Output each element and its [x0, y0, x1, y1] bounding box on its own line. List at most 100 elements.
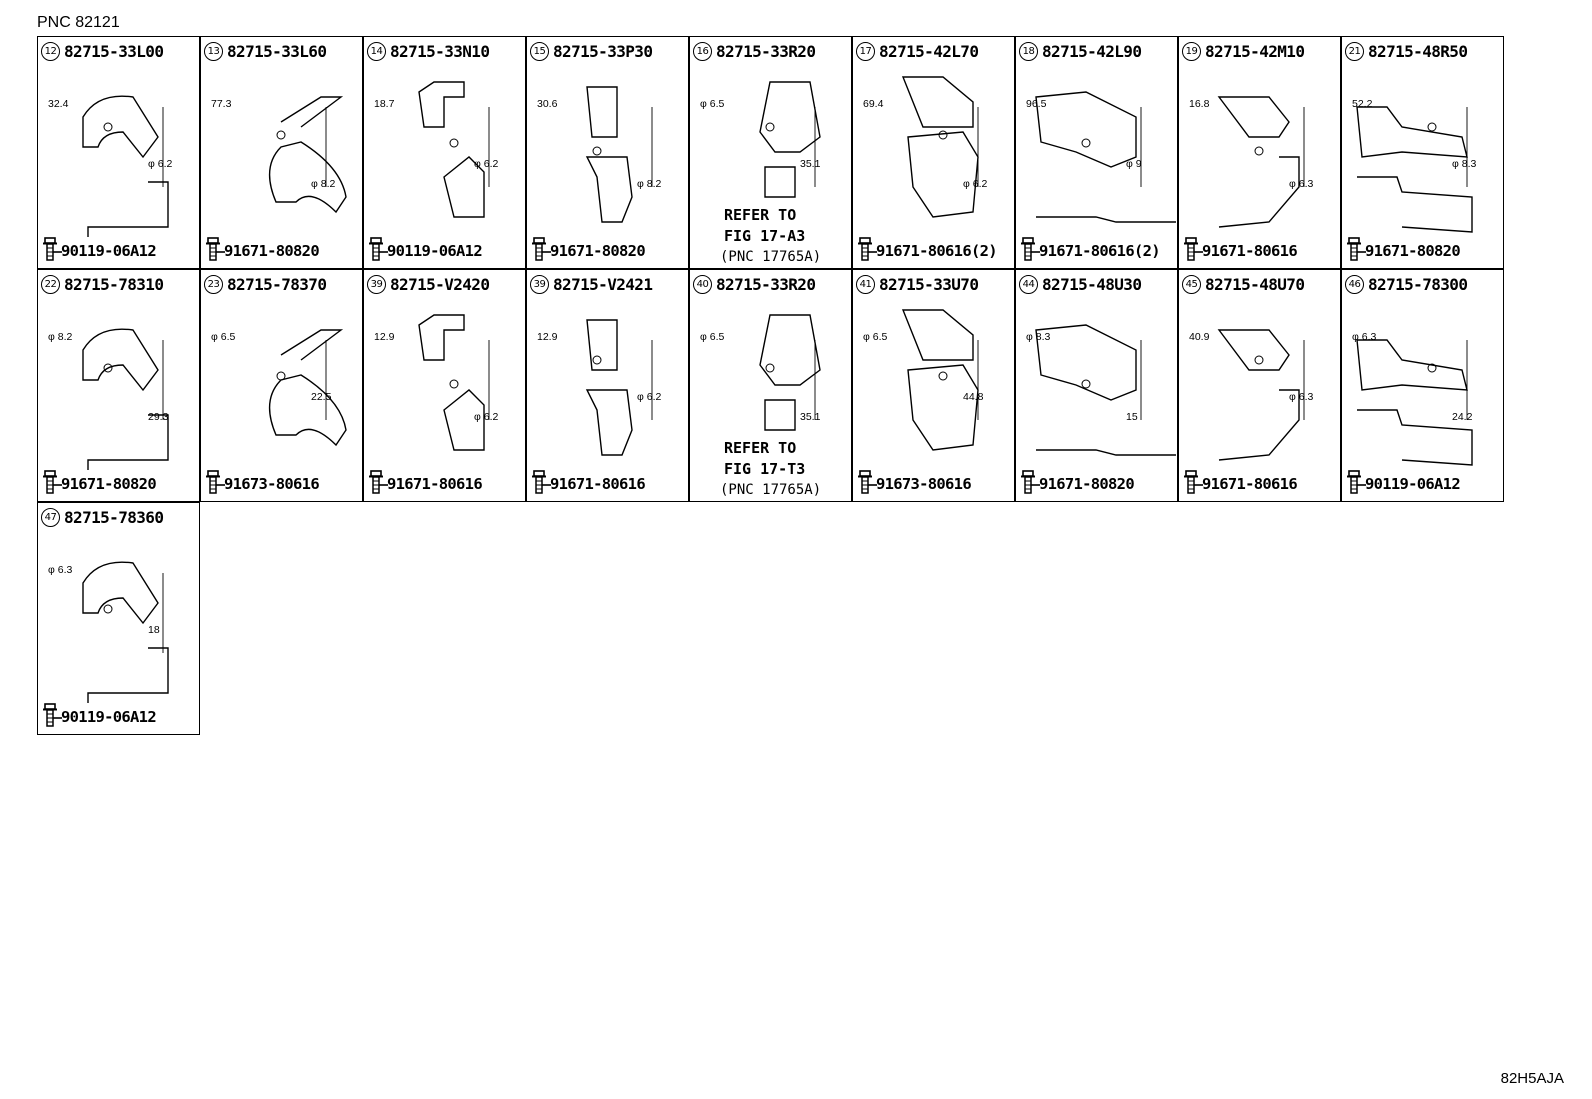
bracket-drawing: 69.4φ 6.2	[863, 76, 987, 218]
bolt-icon	[1346, 237, 1366, 265]
bolt-hole	[1254, 355, 1264, 365]
bolt-part-number[interactable]: 91671-80820	[61, 475, 157, 493]
bracket-drawing: φ 6.324.2	[1352, 331, 1473, 466]
bolt-icon	[368, 470, 388, 498]
part-number[interactable]: 82715-42L90	[1042, 42, 1142, 61]
bracket-drawing: 40.9φ 6.3	[1189, 329, 1313, 461]
bolt-hole	[938, 130, 948, 140]
bolt-callout: 91673-80616	[857, 470, 972, 498]
bolt-hole	[103, 363, 113, 373]
part-number[interactable]: 82715-33U70	[879, 275, 979, 294]
bolt-part-number[interactable]: 90119-06A12	[61, 242, 157, 260]
dimension-label: φ 8.2	[637, 178, 661, 190]
bolt-part-number[interactable]: 90119-06A12	[387, 242, 483, 260]
dimension-label: φ 6.2	[637, 391, 661, 403]
bolt-callout: 91671-80616(2)	[857, 237, 998, 265]
part-number[interactable]: 82715-48U70	[1205, 275, 1305, 294]
dimension-label: φ 8.3	[1452, 158, 1476, 170]
dimension-label: φ 6.3	[1289, 391, 1313, 403]
dimension-label: φ 6.5	[700, 331, 724, 343]
bolt-part-number[interactable]: 91671-80616	[1202, 475, 1298, 493]
figure-code: 82H5AJA	[1500, 1070, 1564, 1087]
part-number[interactable]: 82715-33L00	[64, 42, 164, 61]
part-number[interactable]: 82715-V2421	[553, 275, 653, 294]
bolt-callout: 90119-06A12	[42, 237, 157, 265]
bolt-part-number[interactable]: 90119-06A12	[61, 708, 157, 726]
bolt-callout: 91671-80616	[1183, 470, 1298, 498]
refer-line: FIG 17-T3	[724, 460, 806, 478]
bracket-drawing: φ 8.315	[1026, 324, 1176, 456]
bolt-part-number[interactable]: 90119-06A12	[1365, 475, 1461, 493]
part-number[interactable]: 82715-42L70	[879, 42, 979, 61]
dimension-label: 35.1	[800, 411, 821, 423]
part-number[interactable]: 82715-33N10	[390, 42, 490, 61]
bolt-icon	[857, 470, 877, 498]
part-number[interactable]: 82715-78360	[64, 508, 164, 527]
part-number[interactable]: 82715-48U30	[1042, 275, 1142, 294]
part-number[interactable]: 82715-33R20	[716, 42, 816, 61]
part-number[interactable]: 82715-48R50	[1368, 42, 1468, 61]
ref-number: 23	[204, 275, 223, 294]
bolt-part-number[interactable]: 91673-80616	[876, 475, 972, 493]
pnc-label: PNC 82121	[37, 14, 120, 31]
part-number[interactable]: 82715-33P30	[553, 42, 653, 61]
part-number[interactable]: 82715-V2420	[390, 275, 490, 294]
dimension-label: 22.5	[311, 391, 332, 403]
bolt-part-number[interactable]: 91671-80616(2)	[876, 242, 998, 260]
dimension-label: 16.8	[1189, 98, 1210, 110]
bolt-hole	[765, 363, 775, 373]
bracket-drawing: 96.5φ 9	[1026, 91, 1176, 223]
part-number[interactable]: 82715-42M10	[1205, 42, 1305, 61]
bolt-icon	[42, 703, 62, 731]
bolt-icon	[1020, 237, 1040, 265]
part-number[interactable]: 82715-33R20	[716, 275, 816, 294]
bolt-part-number[interactable]: 91671-80616	[1202, 242, 1298, 260]
part-number[interactable]: 82715-78370	[227, 275, 327, 294]
bolt-callout: 90119-06A12	[42, 703, 157, 731]
part-number[interactable]: 82715-78310	[64, 275, 164, 294]
bracket-outline	[1035, 324, 1176, 456]
bolt-hole	[276, 130, 286, 140]
bolt-part-number[interactable]: 91671-80616	[550, 475, 646, 493]
bolt-hole	[449, 138, 459, 148]
bolt-callout: 91671-80616	[1183, 237, 1298, 265]
bolt-part-number[interactable]: 91671-80820	[1365, 242, 1461, 260]
bolt-icon	[205, 237, 225, 265]
part-number[interactable]: 82715-33L60	[227, 42, 327, 61]
bracket-outline	[1217, 96, 1300, 228]
part-number[interactable]: 82715-78300	[1368, 275, 1468, 294]
dimension-label: 18	[148, 624, 160, 636]
bolt-part-number[interactable]: 91671-80820	[224, 242, 320, 260]
refer-line: REFER TO	[724, 439, 797, 457]
bolt-callout: 90119-06A12	[1346, 470, 1461, 498]
dimension-label: 44.8	[963, 391, 984, 403]
ref-number: 46	[1345, 275, 1364, 294]
bolt-part-number[interactable]: 91671-80820	[1039, 475, 1135, 493]
dimension-label: 24.2	[1452, 411, 1473, 423]
ref-number: 45	[1182, 275, 1201, 294]
dimension-label: 15	[1126, 411, 1138, 423]
dimension-label: φ 8.2	[48, 331, 72, 343]
bolt-part-number[interactable]: 91671-80616	[387, 475, 483, 493]
bracket-drawing: φ 6.5 44.8	[863, 309, 984, 451]
bolt-part-number[interactable]: 91673-80616	[224, 475, 320, 493]
dimension-label: φ 6.5	[863, 331, 887, 343]
bolt-icon	[1346, 470, 1366, 498]
bolt-part-number[interactable]: 91671-80616(2)	[1039, 242, 1161, 260]
bolt-part-number[interactable]: 91671-80820	[550, 242, 646, 260]
ref-number: 21	[1345, 42, 1364, 61]
